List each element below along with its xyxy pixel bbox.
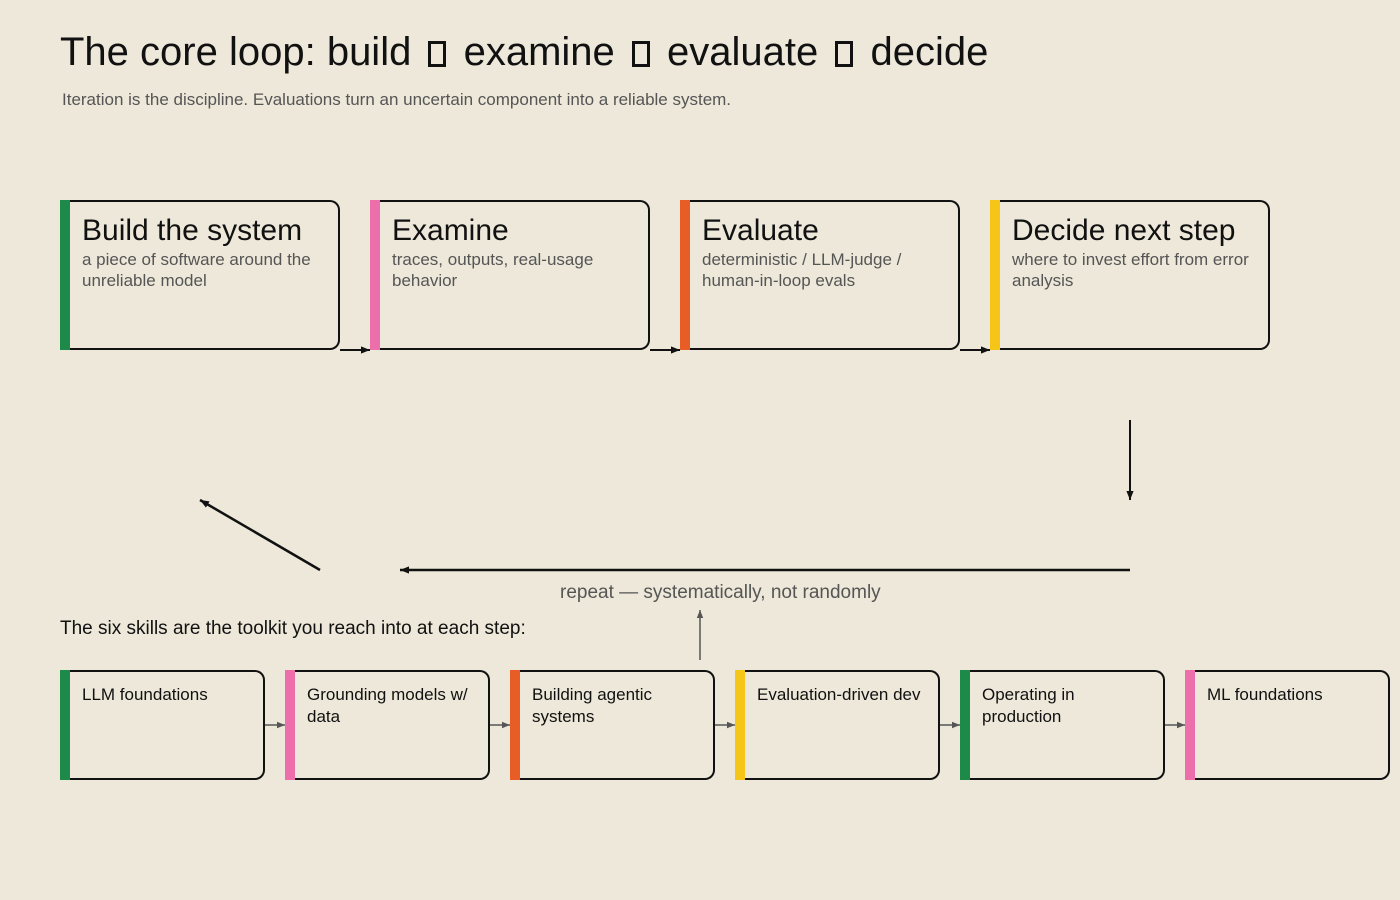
skill-card-label: ML foundations	[1207, 685, 1323, 704]
skill-card-agentic: Building agentic systems	[510, 670, 715, 780]
page-title: The core loop: build examine evaluate de…	[60, 30, 988, 75]
skill-card-label: Building agentic systems	[532, 685, 653, 726]
loop-card-evaluate: Evaluate deterministic / LLM-judge / hum…	[680, 200, 960, 350]
title-part-build: The core loop: build	[60, 30, 412, 74]
loop-card-description: where to invest effort from error analys…	[1012, 250, 1249, 290]
loop-card-title: Decide next step	[1012, 214, 1236, 247]
title-part-decide: decide	[870, 30, 989, 74]
accent-bar	[680, 200, 690, 350]
skill-card-evaluation-driven: Evaluation-driven dev	[735, 670, 940, 780]
repeat-label: repeat — systematically, not randomly	[560, 582, 881, 603]
skill-card-llm-foundations: LLM foundations	[60, 670, 265, 780]
missing-glyph-box	[428, 41, 447, 67]
skill-card-operating: Operating in production	[960, 670, 1165, 780]
accent-bar	[960, 670, 970, 780]
loop-card-title: Build the system	[82, 214, 303, 247]
page-subtitle: Iteration is the discipline. Evaluations…	[62, 90, 732, 109]
accent-bar	[60, 670, 70, 780]
loop-card-title: Examine	[392, 214, 509, 247]
accent-bar	[1185, 670, 1195, 780]
title-part-examine: examine	[463, 30, 615, 74]
skill-card-grounding: Grounding models w/ data	[285, 670, 490, 780]
missing-glyph-box	[631, 41, 650, 67]
loop-card-description: deterministic / LLM-judge / human-in-loo…	[702, 250, 902, 290]
skill-card-label: Operating in production	[982, 685, 1075, 726]
accent-bar	[60, 200, 70, 350]
missing-glyph-box	[835, 41, 854, 67]
loop-card-description: traces, outputs, real-usage behavior	[392, 250, 594, 290]
skill-card-ml-foundations: ML foundations	[1185, 670, 1390, 780]
accent-bar	[510, 670, 520, 780]
accent-bar	[990, 200, 1000, 350]
accent-bar	[285, 670, 295, 780]
accent-bar	[370, 200, 380, 350]
loop-card-description: a piece of software around the unreliabl…	[82, 250, 311, 290]
skill-card-label: Evaluation-driven dev	[757, 685, 921, 704]
skill-card-label: Grounding models w/ data	[307, 685, 468, 726]
accent-bar	[735, 670, 745, 780]
skill-card-label: LLM foundations	[82, 685, 208, 704]
skills-intro: The six skills are the toolkit you reach…	[60, 618, 526, 639]
arrow-diagonal-up	[199, 498, 321, 572]
loop-card-decide: Decide next step where to invest effort …	[990, 200, 1270, 350]
loop-card-build: Build the system a piece of software aro…	[60, 200, 340, 350]
loop-card-title: Evaluate	[702, 214, 819, 247]
title-part-evaluate: evaluate	[667, 30, 819, 74]
loop-card-examine: Examine traces, outputs, real-usage beha…	[370, 200, 650, 350]
